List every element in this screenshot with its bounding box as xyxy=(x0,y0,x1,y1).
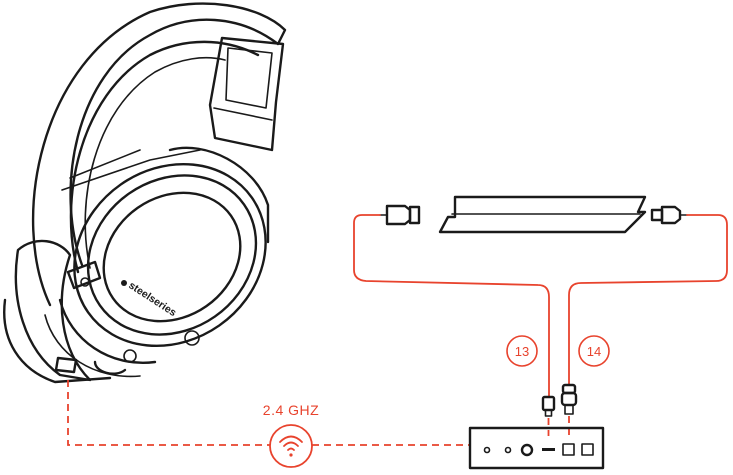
game-console xyxy=(440,197,645,232)
wireless-signal-icon xyxy=(270,425,312,467)
wireless-link-line xyxy=(68,380,270,445)
badge-number: 14 xyxy=(587,344,601,359)
usb-plug-icon xyxy=(380,206,419,224)
frequency-label: 2.4 GHZ xyxy=(263,402,319,418)
badge-number: 13 xyxy=(515,344,529,359)
badge-cable-14: 14 xyxy=(579,336,609,366)
headset-brand-label: steelseries xyxy=(126,279,178,319)
headset-illustration: steelseries xyxy=(4,4,301,383)
optical-connector-tip xyxy=(562,385,576,414)
badge-cable-13: 13 xyxy=(507,336,537,366)
usb-cable-line xyxy=(354,215,549,397)
usb-connector-tip xyxy=(543,397,554,416)
optical-plug-icon xyxy=(652,207,687,223)
base-station xyxy=(470,428,603,468)
